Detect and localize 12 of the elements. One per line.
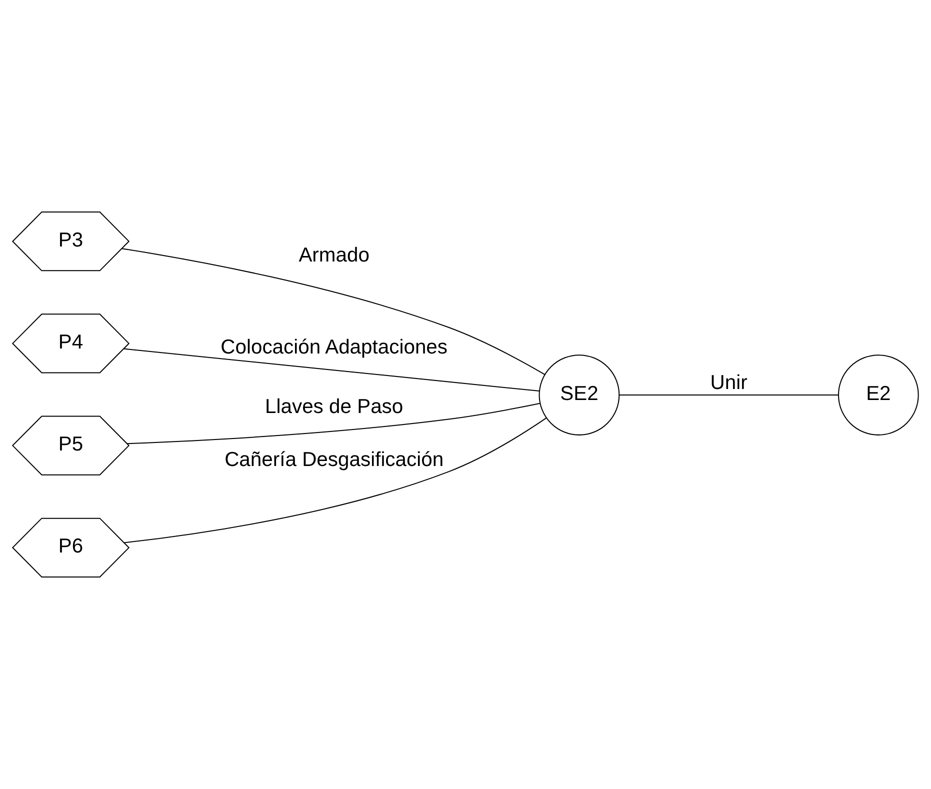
connector	[619, 394, 838, 396]
edge-label: Armado	[298, 244, 370, 267]
connector	[127, 402, 540, 444]
connector	[122, 248, 546, 375]
connector	[124, 418, 547, 544]
node-circle: E2	[838, 354, 919, 436]
edge-label: Unir	[710, 372, 748, 394]
connector	[124, 348, 540, 392]
node-circle: SE2	[538, 354, 620, 436]
edge-label: Cañería Desgasificación	[224, 448, 444, 471]
edge-label: Llaves de Paso	[265, 396, 404, 418]
edge-label: Colocación Adaptaciones	[220, 336, 448, 359]
